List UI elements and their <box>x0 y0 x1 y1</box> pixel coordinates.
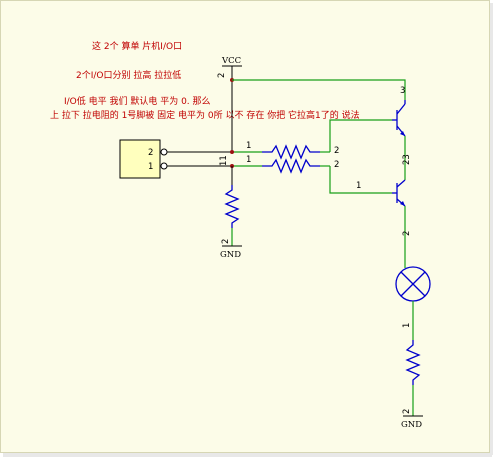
q1-top-pin-number: 3 <box>400 86 405 96</box>
vcc-label: VCC <box>221 56 241 66</box>
lamp-top-pin-number: 2 <box>402 231 412 236</box>
canvas-shadow-bottom <box>3 453 492 457</box>
mcu-pin-1-terminal <box>160 162 168 170</box>
gnd-left-label: GND <box>220 250 241 260</box>
mcu-pin-1-label: 1 <box>148 162 153 172</box>
vcc-to-q1-wire <box>232 79 406 100</box>
resistor-lamp <box>405 340 421 385</box>
r2-pin1-number: 1 <box>246 155 251 165</box>
q-shared-pin-number: 23 <box>402 154 412 165</box>
r2-pin2-number: 2 <box>334 160 339 170</box>
mcu-pin-2-label: 2 <box>148 148 153 158</box>
mcu-pin-2-terminal <box>160 148 168 156</box>
mcu-block <box>119 139 161 179</box>
gnd-left-pin-number: 2 <box>221 239 231 244</box>
q2-base-pin-number: 1 <box>356 181 361 191</box>
r1-to-q1-base-wire <box>329 119 392 152</box>
resistor-r1 <box>262 144 320 160</box>
canvas-shadow-right <box>490 3 493 455</box>
lamp-bottom-pin-number: 1 <box>402 323 412 328</box>
vcc-pin-number: 2 <box>217 73 227 78</box>
transistor-q2 <box>392 179 406 207</box>
r1-pin2-number: 2 <box>334 146 339 156</box>
gnd-right-pin-number: 2 <box>402 409 412 414</box>
r2-to-q2-base-wire <box>329 166 392 194</box>
gnd-right-label: GND <box>401 420 422 430</box>
note-line-4: 上 拉下 拉电阻的 1号脚被 固定 电平为 0所 以不 存在 你把 它拉高1了的… <box>50 109 360 121</box>
transistor-q1 <box>392 100 406 137</box>
note-line-2: 2个I/O口分别 拉高 拉拉低 <box>76 69 181 81</box>
note-line-3: I/O低 电平 我们 默认电 平为 0. 那么 <box>64 95 211 107</box>
r1-pin1-number: 1 <box>246 141 251 151</box>
resistor-pulldown <box>224 185 240 228</box>
note-line-1: 这 2个 算单 片机I/O口 <box>92 40 182 52</box>
junction-dot-top <box>230 150 234 154</box>
junction-11-label: 11 <box>219 155 229 166</box>
lamp-icon <box>395 266 431 302</box>
resistor-r2 <box>262 158 320 174</box>
